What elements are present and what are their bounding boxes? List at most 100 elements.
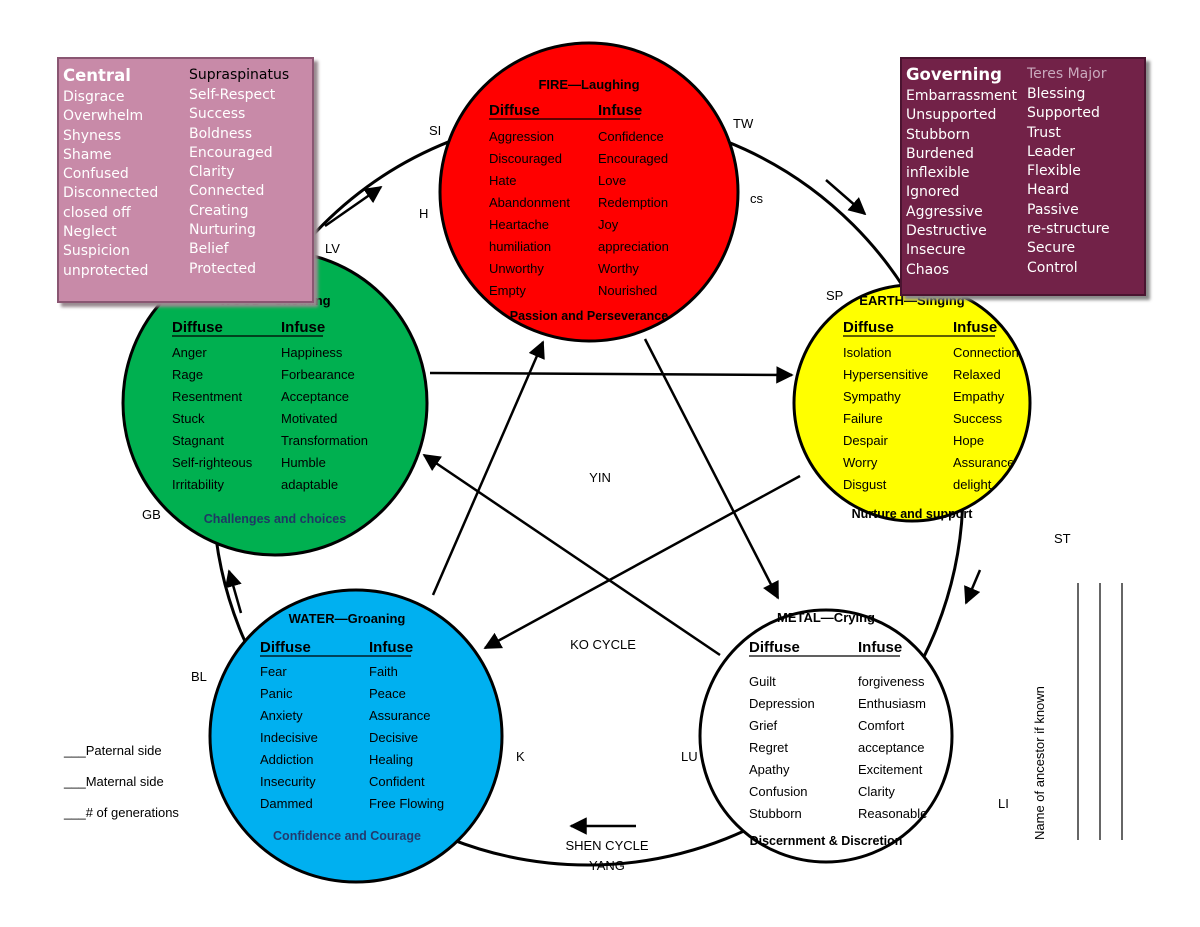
- side-notes: ___Paternal side ___Maternal side ___# o…: [64, 735, 179, 828]
- earth-infuse-item: delight: [953, 477, 992, 492]
- wood-infuse-header: Infuse: [281, 319, 325, 336]
- central-right-item: Protected: [189, 260, 256, 277]
- wood-infuse-item: Motivated: [281, 411, 337, 426]
- wood-diffuse-item: Stagnant: [172, 433, 224, 448]
- water-diffuse-item: Addiction: [260, 752, 313, 767]
- water-diffuse-item: Fear: [260, 664, 287, 679]
- metal-infuse-item: Comfort: [858, 718, 905, 733]
- water-infuse-item: Assurance: [369, 708, 430, 723]
- metal-diffuse-item: Depression: [749, 696, 815, 711]
- shen-cycle-arrows: [224, 179, 982, 835]
- governing-right-item: Secure: [1027, 240, 1076, 257]
- maternal-side-note: ___Maternal side: [64, 774, 164, 789]
- fire-diffuse-item: Aggression: [489, 129, 554, 144]
- water-footer: Confidence and Courage: [273, 829, 421, 843]
- shen-arrow-water-wood: [224, 569, 243, 614]
- earth-infuse-item: Relaxed: [953, 367, 1001, 382]
- ko-cycle-label: KO CYCLE: [570, 637, 636, 652]
- water-infuse-item: Peace: [369, 686, 406, 701]
- governing-left-item: Embarrassment: [906, 88, 1017, 104]
- ko-arrow-metal-wood: [422, 453, 721, 657]
- meridian-sp: SP: [826, 288, 843, 303]
- fire-infuse-item: Joy: [598, 217, 619, 232]
- fire-diffuse-item: Discouraged: [489, 151, 562, 166]
- wood-infuse-item: adaptable: [281, 477, 338, 492]
- meridian-cs: cs: [750, 191, 764, 206]
- governing-left-item: Burdened: [906, 145, 974, 162]
- paternal-side-note: ___Paternal side: [64, 743, 162, 758]
- governing-right-item: Leader: [1027, 143, 1076, 160]
- meridian-h: H: [419, 206, 428, 221]
- central-right-item: Clarity: [189, 164, 235, 181]
- governing-right-item: Heard: [1027, 182, 1070, 199]
- fire-diffuse-item: Unworthy: [489, 261, 544, 276]
- wood-diffuse-item: Anger: [172, 345, 207, 360]
- central-left-item: closed off: [63, 204, 131, 221]
- water-diffuse-item: Indecisive: [260, 730, 318, 745]
- shen-arrow-wood-fire: [324, 185, 383, 228]
- fire-footer: Passion and Perseverance: [510, 309, 668, 323]
- yang-label: YANG: [589, 858, 625, 873]
- ancestor-lines: [1077, 583, 1123, 840]
- governing-left-item: Destructive: [906, 223, 987, 240]
- shen-arrow-fire-earth: [825, 179, 867, 216]
- central-right-item: Encouraged: [189, 144, 273, 161]
- water-infuse-item: Faith: [369, 664, 398, 679]
- metal-diffuse-header: Diffuse: [749, 639, 800, 656]
- ko-cycle-arrows: [422, 338, 801, 657]
- fire-infuse-item: Redemption: [598, 195, 668, 210]
- shen-cycle-label: SHEN CYCLE: [565, 838, 648, 853]
- earth-title: EARTH—Singing: [859, 293, 964, 308]
- water-diffuse-item: Insecurity: [260, 774, 316, 789]
- meridian-bl: BL: [191, 669, 207, 684]
- metal-infuse-item: Reasonable: [858, 806, 927, 821]
- water-diffuse-item: Dammed: [260, 796, 313, 811]
- meridian-labels: SI H TW cs LV SP GB ST BL K LU LI: [142, 116, 1071, 811]
- wood-diffuse-header: Diffuse: [172, 319, 223, 336]
- fire-diffuse-header: Diffuse: [489, 102, 540, 119]
- water-infuse-item: Confident: [369, 774, 425, 789]
- wood-infuse-item: Forbearance: [281, 367, 355, 382]
- earth-footer: Nurture and support: [852, 507, 974, 521]
- governing-right-item: Supported: [1027, 105, 1100, 122]
- metal-diffuse-item: Regret: [749, 740, 788, 755]
- central-right-item: Self-Respect: [189, 87, 276, 103]
- meridian-gb: GB: [142, 507, 161, 522]
- earth-infuse-item: Assurance: [953, 455, 1014, 470]
- governing-right-heading: Teres Major: [1027, 66, 1107, 82]
- metal-diffuse-item: Guilt: [749, 674, 776, 689]
- governing-left-item: Unsupported: [906, 107, 997, 124]
- metal-infuse-item: forgiveness: [858, 674, 925, 689]
- wood-infuse-item: Humble: [281, 455, 326, 470]
- central-right-item: Connected: [189, 183, 265, 200]
- governing-left-item: Insecure: [906, 242, 966, 259]
- water-circle: [208, 588, 504, 884]
- central-left-item: Disconnected: [63, 185, 159, 202]
- wood-infuse-item: Acceptance: [281, 389, 349, 404]
- fire-infuse-item: appreciation: [598, 239, 669, 254]
- ko-arrow-earth-water: [483, 474, 801, 650]
- earth-infuse-header: Infuse: [953, 319, 997, 336]
- governing-left-item: Aggressive: [906, 203, 983, 220]
- earth-diffuse-item: Despair: [843, 433, 888, 448]
- fire-diffuse-item: humiliation: [489, 239, 551, 254]
- governing-left-item: Ignored: [906, 184, 960, 201]
- meridian-li: LI: [998, 796, 1009, 811]
- water-infuse-item: Decisive: [369, 730, 418, 745]
- wood-element: WOOD—ShoutingDiffuseInfuseAngerRageResen…: [121, 249, 429, 557]
- wood-infuse-item: Transformation: [281, 433, 368, 448]
- governing-left-item: Stubborn: [906, 126, 970, 143]
- central-left-item: Confused: [63, 166, 129, 183]
- yin-label: YIN: [589, 470, 611, 485]
- metal-title: METAL—Crying: [777, 610, 875, 625]
- meridian-tw: TW: [733, 116, 754, 131]
- fire-infuse-item: Encouraged: [598, 151, 668, 166]
- central-left-item: Disgrace: [63, 89, 125, 105]
- fire-infuse-item: Love: [598, 173, 626, 188]
- earth-infuse-item: Empathy: [953, 389, 1005, 404]
